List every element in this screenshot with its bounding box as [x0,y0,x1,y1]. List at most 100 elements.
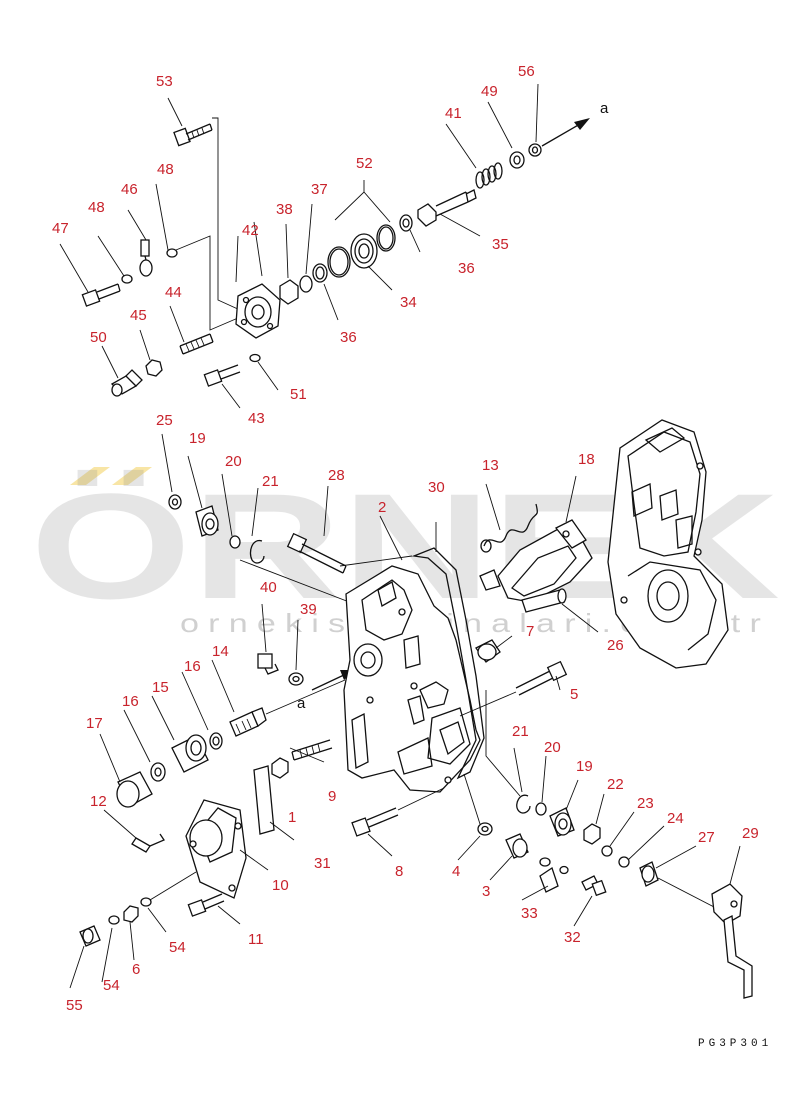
part-number-label: 22 [607,776,624,793]
part-number-label: 21 [512,723,529,740]
leader-line [149,871,197,901]
part-number-label: 2 [378,499,386,516]
part-36-washer [399,214,413,232]
part-10-cover [185,799,247,899]
middle-left-parts [79,494,371,947]
part-8-bolt [351,807,399,837]
part-21-snap-ring [516,794,531,814]
part-38-nut [279,279,299,305]
part-number-label: 23 [637,795,654,812]
part-25-washer [168,494,182,510]
part-number-label: 33 [521,905,538,922]
label-leaders [59,83,741,989]
part-23-washer [601,845,613,857]
part-45-nut [145,359,163,377]
part-12-bolt [131,833,165,853]
part-31-gasket [253,765,275,835]
part-16-washer [209,732,223,750]
part-number-label: 20 [544,739,561,756]
part-number-label: 13 [482,457,499,474]
part-number-label: 16 [184,658,201,675]
part-number-label: 37 [311,181,328,198]
part-number-label: 28 [328,467,345,484]
part-50-fitting [110,369,143,397]
leader-line [397,787,445,811]
part-number-label: 30 [428,479,445,496]
part-2-housing [343,565,481,793]
part-number-label: 14 [212,643,229,660]
part-number-label: 25 [156,412,173,429]
part-number-label: 55 [66,997,83,1014]
part-19-bushing [195,505,219,537]
part-number-label: 42 [242,222,259,239]
part-number-label: 26 [607,637,624,654]
part-20-seal [535,802,547,816]
arrow-ref-label: a [600,100,609,117]
arrow-a-head [574,118,590,130]
leader-line [265,679,346,715]
part-54-washer [140,897,152,907]
part-19-bushing [549,807,575,837]
governor-case [607,419,729,669]
part-29-lever [711,883,753,999]
part-number-label: 54 [169,939,186,956]
part-number-label: 7 [526,623,534,640]
part-18-lever [479,519,593,603]
part-48-washer [121,274,133,284]
part-number-label: 21 [262,473,279,490]
part-54-washer [108,915,120,925]
leader-bracket-52 [334,180,391,223]
leader-line [175,235,239,331]
watermark-accent [70,467,110,485]
part-36-ring [312,263,328,283]
part-22-nut [583,823,601,845]
part-number-label: 51 [290,386,307,403]
part-number-label: 53 [156,73,173,90]
part-52-ring [376,224,396,252]
part-number-label: 5 [570,686,578,703]
part-number-label: 41 [445,105,462,122]
part-33-gasket [539,866,559,893]
part-number-label: 6 [132,961,140,978]
part-35-rod [417,189,477,227]
part-26-pin [521,588,567,613]
part-number-label: 39 [300,601,317,618]
part-13-spring [480,503,538,553]
watermark-accent [112,467,152,485]
part-42-cover [235,283,281,339]
part-47-bolt [81,283,121,307]
part-number-label: 35 [492,236,509,253]
part-3-fitting [505,833,529,859]
part-number-label: 11 [248,931,264,948]
part-number-label: 19 [189,430,206,447]
leader-line [485,690,521,797]
part-53-bolt [173,123,213,147]
part-number-label: 48 [88,199,105,216]
part-27-bushing [639,861,659,887]
arrow-ref-label: a [297,695,306,712]
part-number-label: 24 [667,810,684,827]
part-5-bolt [515,660,568,696]
part-40-bolt [257,653,279,675]
part-number-label: 54 [103,977,120,994]
part-9-stud [291,739,333,761]
leader-line [212,117,241,311]
part-48-washer [166,248,178,258]
part-number-label: 49 [481,83,498,100]
part-56-washer [528,143,542,157]
part-39-washer [288,672,304,686]
part-11-bolt [187,893,225,917]
part-number-label: 12 [90,793,107,810]
part-number-label: 20 [225,453,242,470]
arrow-a-line [541,123,581,147]
part-20-seal [229,535,241,549]
part-number-label: 52 [356,155,373,172]
part-number-label: 36 [458,260,475,277]
part-number-label: 44 [165,284,182,301]
part-number-label: 36 [340,329,357,346]
part-46-fitting [139,239,153,277]
part-52-ring [327,246,351,278]
part-number-label: 29 [742,825,759,842]
